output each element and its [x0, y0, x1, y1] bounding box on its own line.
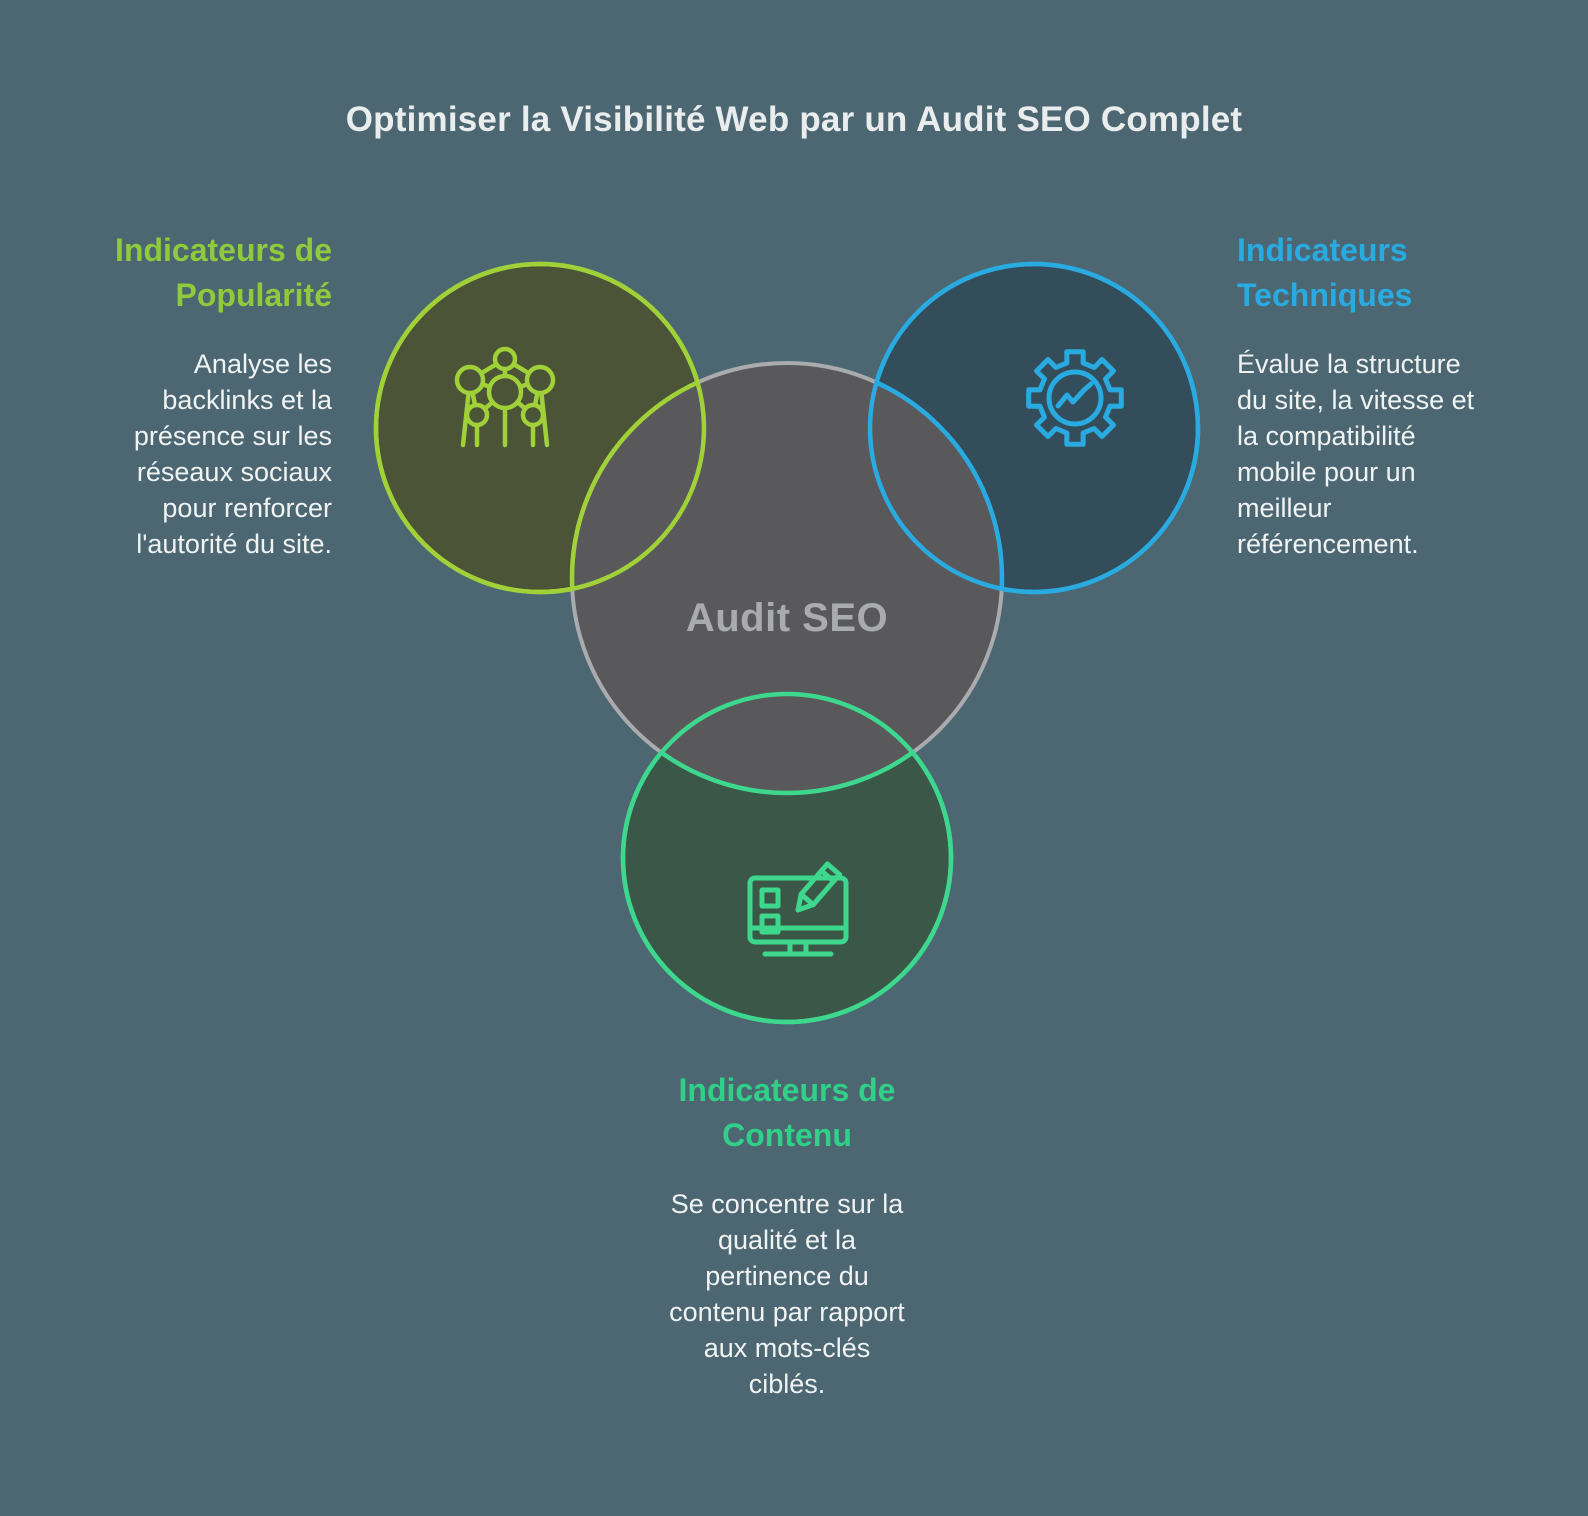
monitor-edit-icon — [747, 861, 849, 957]
center-rim-lime-arc — [569, 360, 704, 592]
audit-seo-label: Audit SEO — [685, 596, 889, 640]
popularity-body: Analyse les backlinks et la présence sur… — [133, 349, 332, 559]
popularity-heading: Indicateurs de Popularité — [115, 232, 332, 313]
technical-heading: Indicateurs Techniques — [1237, 232, 1413, 313]
network-icon — [454, 346, 556, 448]
content-circle-outline — [620, 691, 954, 1025]
gear-chart-icon — [1026, 349, 1124, 447]
technical-body: Évalue la structure du site, la vitesse … — [1237, 349, 1475, 559]
content-body: Se concentre sur la qualité et la pertin… — [669, 1189, 905, 1399]
popularity-section: Indicateurs de Popularité Analyse les ba… — [2, 228, 332, 562]
page-title: Optimiser la Visibilité Web par un Audit… — [345, 100, 1243, 139]
content-heading: Indicateurs de Contenu — [678, 1072, 896, 1153]
technical-section: Indicateurs Techniques Évalue la structu… — [1237, 228, 1567, 562]
center-rim-blue-arc — [870, 360, 1005, 592]
center-rim-emerald-arc — [623, 694, 951, 796]
technical-circle-outline — [867, 261, 1201, 595]
popularity-circle-outline — [373, 261, 707, 595]
content-section: Indicateurs de Contenu Se concentre sur … — [617, 1068, 957, 1402]
